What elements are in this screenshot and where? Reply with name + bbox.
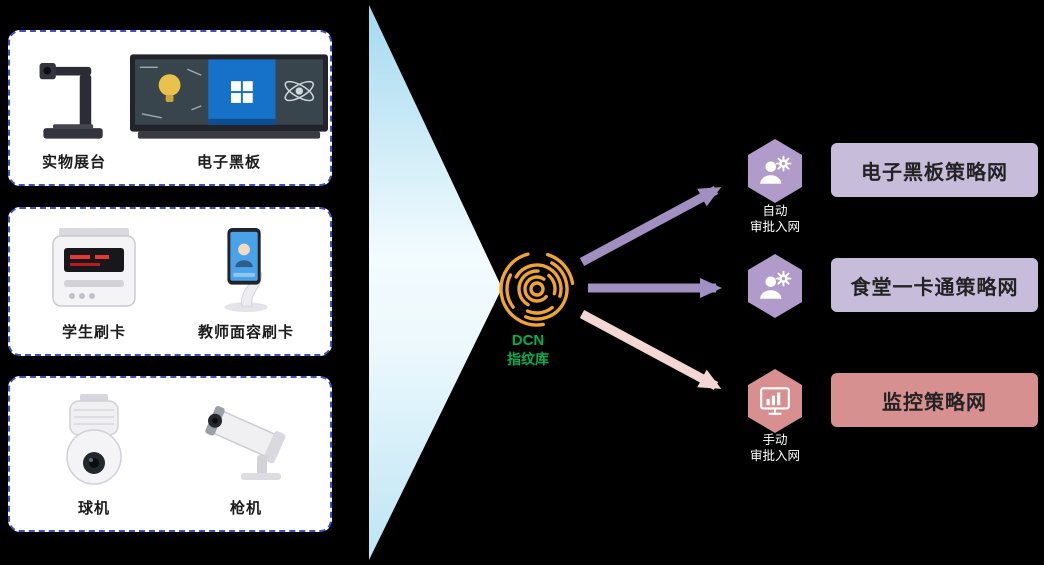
badge-manual-approval: 手动 审批入网 xyxy=(715,432,835,464)
policy-box-canteen-net: 食堂一卡通策略网 xyxy=(831,258,1038,312)
dcn-title: DCN xyxy=(511,332,545,349)
badge-manual-line2: 审批入网 xyxy=(749,449,800,463)
badge-manual-line1: 手动 xyxy=(762,433,788,447)
hex-node-auto-approval-2 xyxy=(748,254,802,318)
device-label-bullet-camera: 枪机 xyxy=(229,500,262,517)
dcn-subtitle: 指纹库 xyxy=(507,351,549,367)
hex-node-manual-approval xyxy=(748,369,802,433)
face-terminal-image-area xyxy=(170,219,322,321)
policy-box-blackboard-label: 电子黑板策略网 xyxy=(861,161,1008,184)
dome-camera-icon xyxy=(66,393,122,485)
badge-auto-line1: 自动 xyxy=(762,204,788,218)
document-camera-icon xyxy=(39,62,103,139)
policy-box-blackboard-net: 电子黑板策略网 xyxy=(831,143,1038,197)
smart-board-image-area xyxy=(130,42,328,151)
arrow-to-blackboard-net xyxy=(579,186,722,266)
fingerprint-icon xyxy=(499,251,575,327)
bullet-camera-icon xyxy=(204,405,285,480)
arrow-to-monitor-net xyxy=(579,310,722,390)
doc-camera-image-area xyxy=(18,42,130,151)
automation-approval-icon xyxy=(760,155,792,184)
device-cell-face-terminal: 教师面容刷卡 xyxy=(170,219,322,344)
device-label-doc-camera: 实物展台 xyxy=(41,154,106,171)
device-cell-card-reader: 学生刷卡 xyxy=(18,219,170,344)
device-label-dome-camera: 球机 xyxy=(77,500,110,517)
device-cell-bullet-camera: 枪机 xyxy=(170,388,322,520)
monitoring-chart-icon xyxy=(760,387,790,415)
badge-auto-line2: 审批入网 xyxy=(749,220,800,234)
device-group-display: 实物展台 xyxy=(8,30,332,186)
device-cell-doc-camera: 实物展台 xyxy=(18,42,130,174)
card-reader-icon xyxy=(52,228,136,307)
card-reader-image-area xyxy=(18,219,170,321)
device-cell-smart-board: 电子黑板 xyxy=(130,42,328,174)
badge-auto-approval: 自动 审批入网 xyxy=(715,203,835,235)
device-group-cameras: 球机 枪机 xyxy=(8,376,332,532)
policy-box-monitor-label: 监控策略网 xyxy=(882,391,987,414)
policy-box-canteen-label: 食堂一卡通策略网 xyxy=(850,276,1019,299)
device-label-face-terminal: 教师面容刷卡 xyxy=(197,324,294,341)
bullet-camera-image-area xyxy=(170,388,322,497)
device-cell-dome-camera: 球机 xyxy=(18,388,170,520)
dcn-fingerprint-label: DCN 指纹库 xyxy=(478,332,578,368)
automation-approval-icon xyxy=(760,270,792,299)
dome-camera-image-area xyxy=(18,388,170,497)
face-recognition-stand-icon xyxy=(224,227,268,313)
policy-box-monitor-net: 监控策略网 xyxy=(831,373,1038,427)
device-label-card-reader: 学生刷卡 xyxy=(61,324,126,341)
device-group-card: 学生刷卡 教师面容刷卡 xyxy=(8,207,332,356)
hex-node-auto-approval-1 xyxy=(748,139,802,203)
funnel-triangle xyxy=(369,5,502,560)
smart-board-icon xyxy=(130,53,328,139)
device-label-smart-board: 电子黑板 xyxy=(196,154,261,171)
